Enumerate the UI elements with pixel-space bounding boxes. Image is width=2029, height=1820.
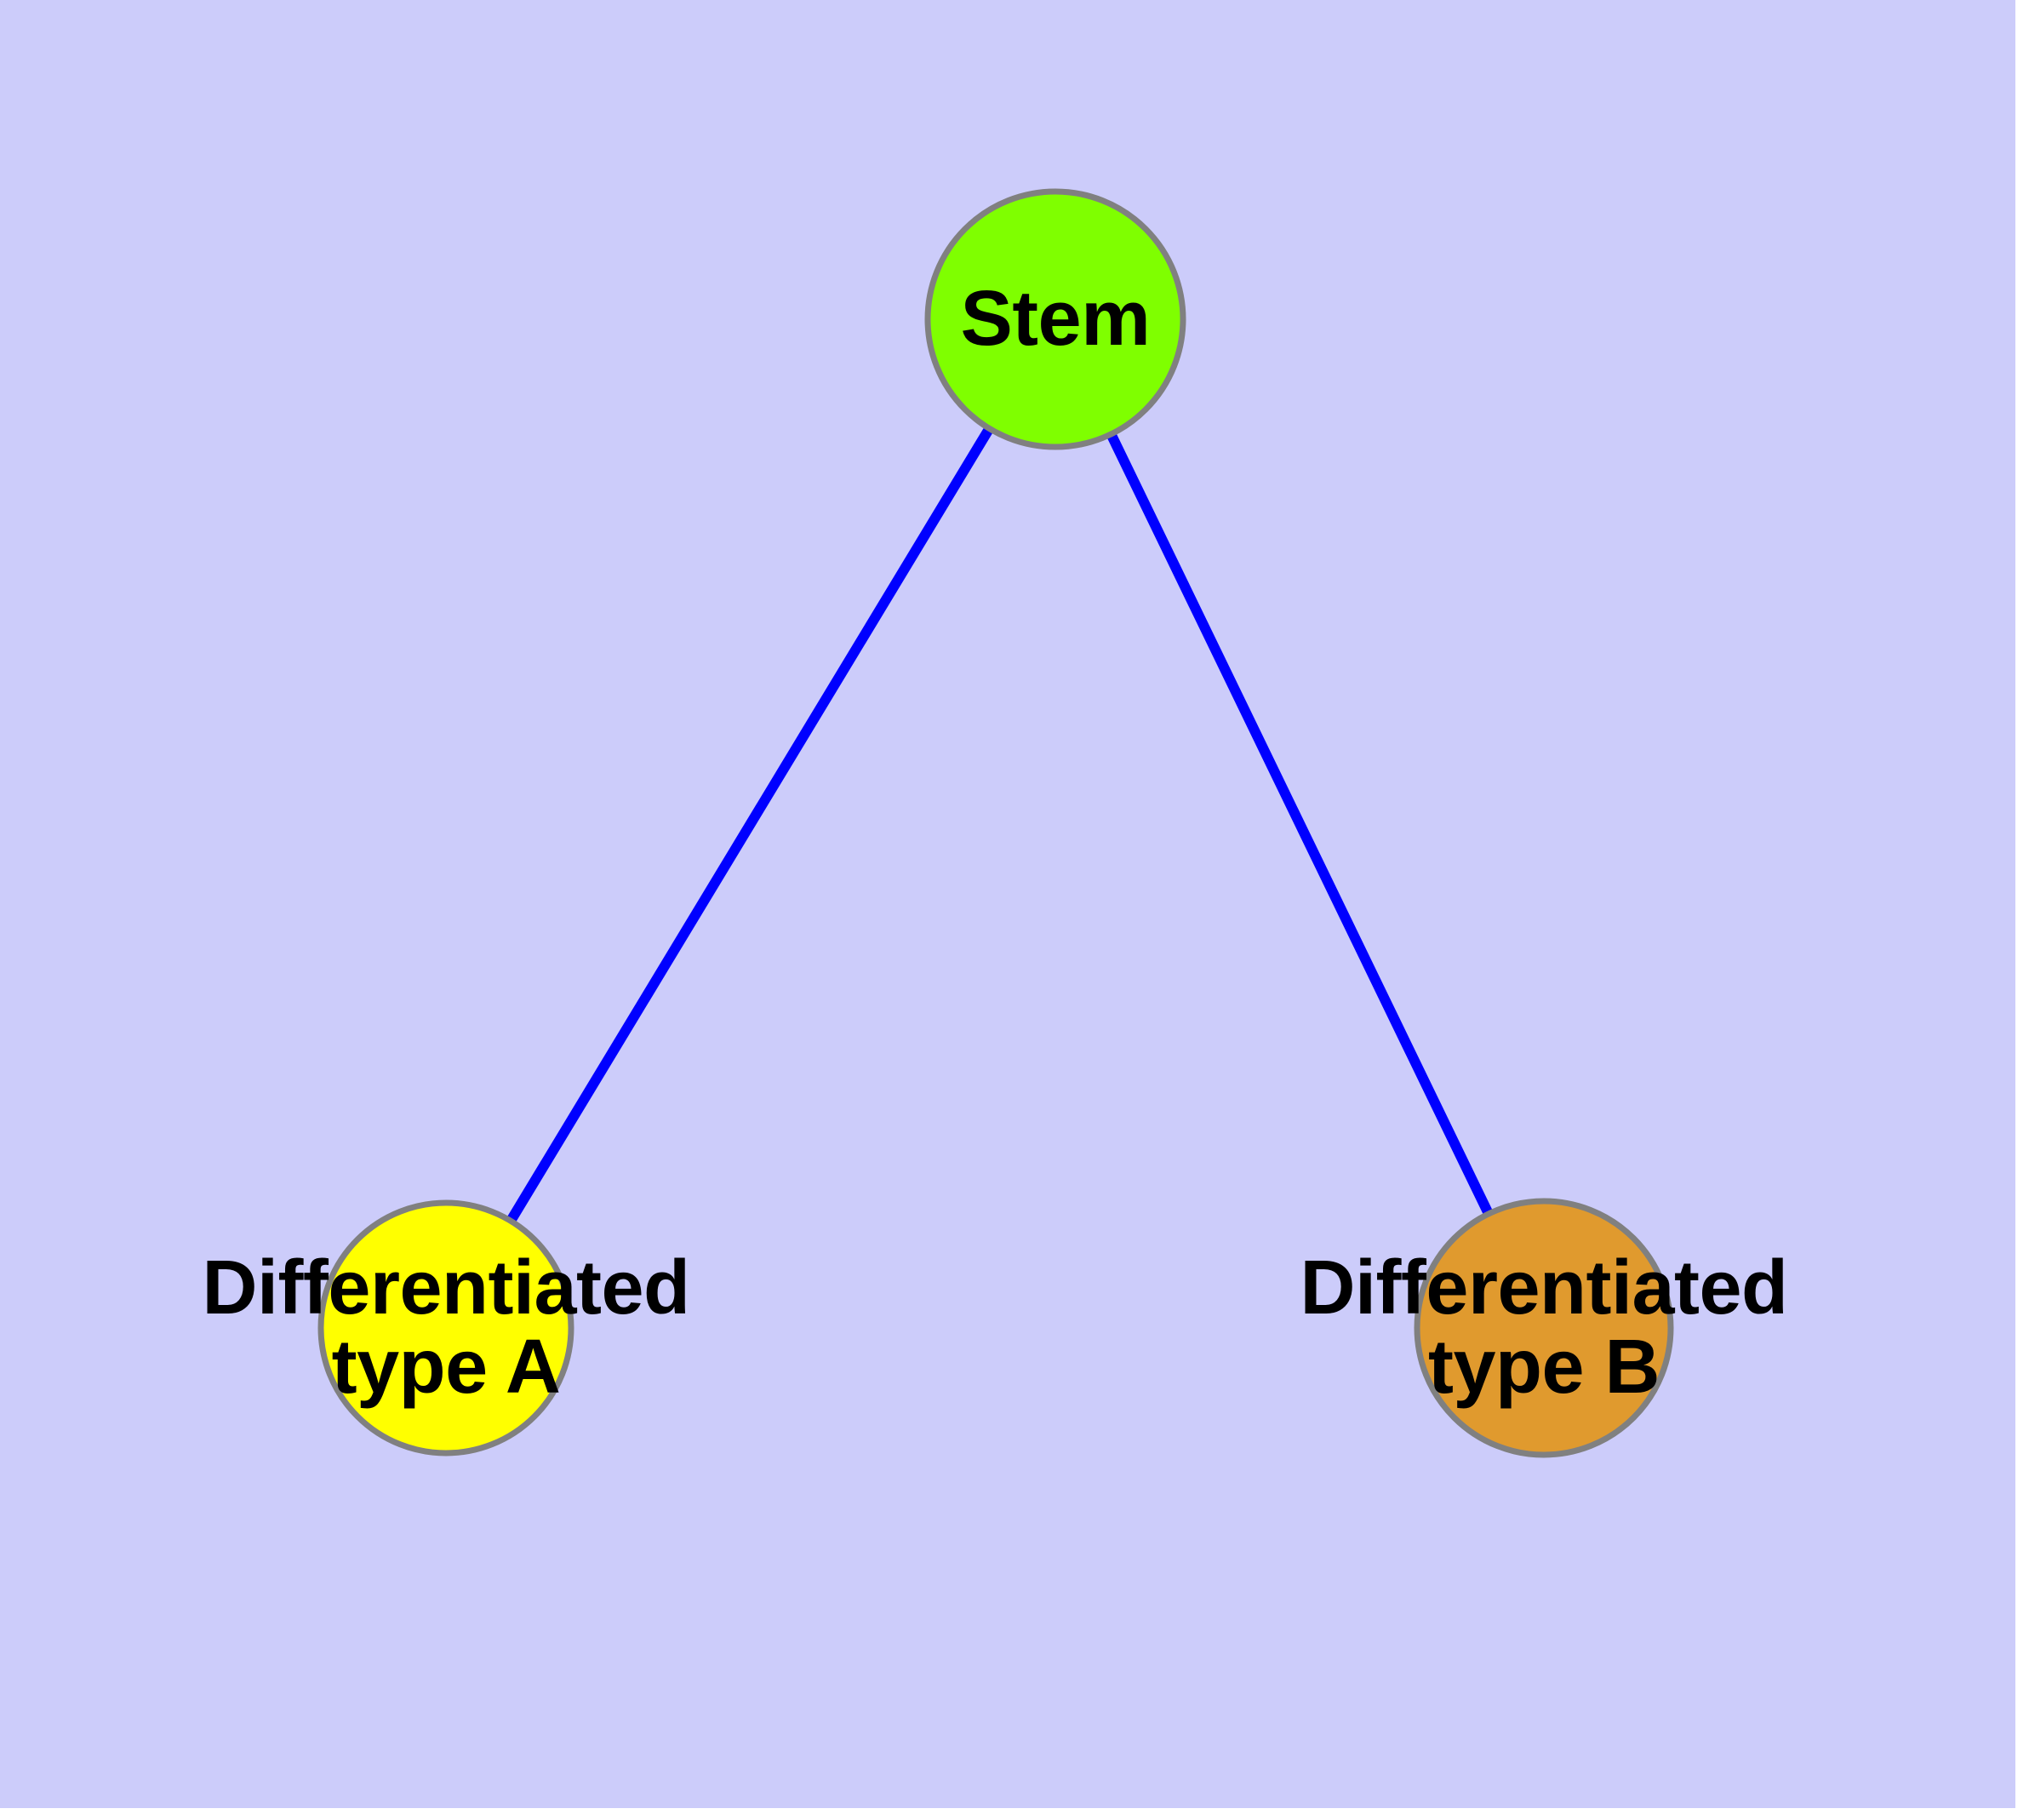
node-stem[interactable] [924, 188, 1186, 450]
edge-stem-to-diff-b [1050, 314, 1549, 1333]
node-layer [317, 188, 1674, 1458]
edge-stem-to-diff-a [441, 314, 1060, 1333]
node-differentiated-type-b[interactable] [1414, 1198, 1674, 1458]
edge-layer [441, 314, 1549, 1333]
node-differentiated-type-a[interactable] [317, 1199, 574, 1457]
